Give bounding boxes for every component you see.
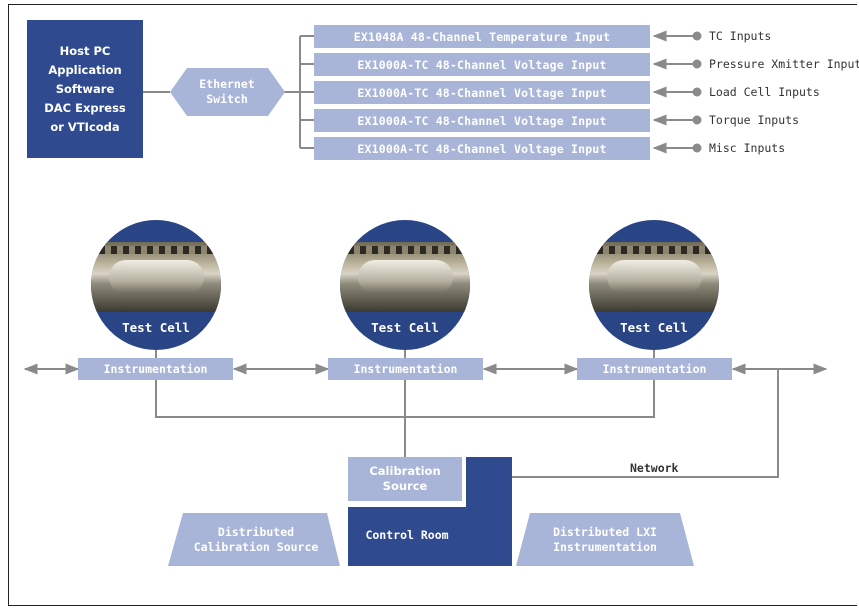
module-5: EX1000A-TC 48-Channel Voltage Input [314,137,650,160]
signal-label-2: Pressure Xmitter Inputs [709,57,859,71]
test-cell-label: Test Cell [371,320,439,335]
test-cell-label: Test Cell [122,320,190,335]
control-room-shape [348,457,512,566]
ethernet-switch-label: Ethernet Switch [199,77,255,106]
ethernet-switch-shape [170,68,285,116]
test-cell-2: Test Cell [340,220,470,350]
calibration-source-box: Calibration Source [348,457,462,501]
test-cell-photo [589,242,719,312]
diagram-frame [8,4,857,606]
network-label: Network [630,461,679,475]
host-pc-box: Host PC Application Software DAC Express… [27,20,143,158]
distributed-calibration-label: Distributed Calibration Source [193,525,319,554]
module-3: EX1000A-TC 48-Channel Voltage Input [314,81,650,104]
module-1: EX1048A 48-Channel Temperature Input [314,25,650,48]
instrumentation-2: Instrumentation [328,358,483,380]
test-cell-3: Test Cell [589,220,719,350]
signal-label-5: Misc Inputs [709,141,786,155]
calibration-feed [155,380,655,457]
test-cell-photo [340,242,470,312]
instrumentation-1: Instrumentation [78,358,233,380]
distributed-lxi-label: Distributed LXI Instrumentation [553,525,657,554]
instrumentation-3: Instrumentation [577,358,732,380]
signal-label-4: Torque Inputs [709,113,800,127]
test-cell-photo [91,242,221,312]
signal-label-3: Load Cell Inputs [709,85,820,99]
distributed-lxi-shape [516,513,694,566]
test-cell-1: Test Cell [91,220,221,350]
module-4: EX1000A-TC 48-Channel Voltage Input [314,109,650,132]
module-2: EX1000A-TC 48-Channel Voltage Input [314,53,650,76]
control-room-label: Control Room [365,528,449,542]
distributed-calibration-shape [168,513,340,566]
signal-label-1: TC Inputs [709,29,772,43]
network-line [512,369,779,478]
signal-arrows [652,30,702,154]
test-cell-label: Test Cell [620,320,688,335]
